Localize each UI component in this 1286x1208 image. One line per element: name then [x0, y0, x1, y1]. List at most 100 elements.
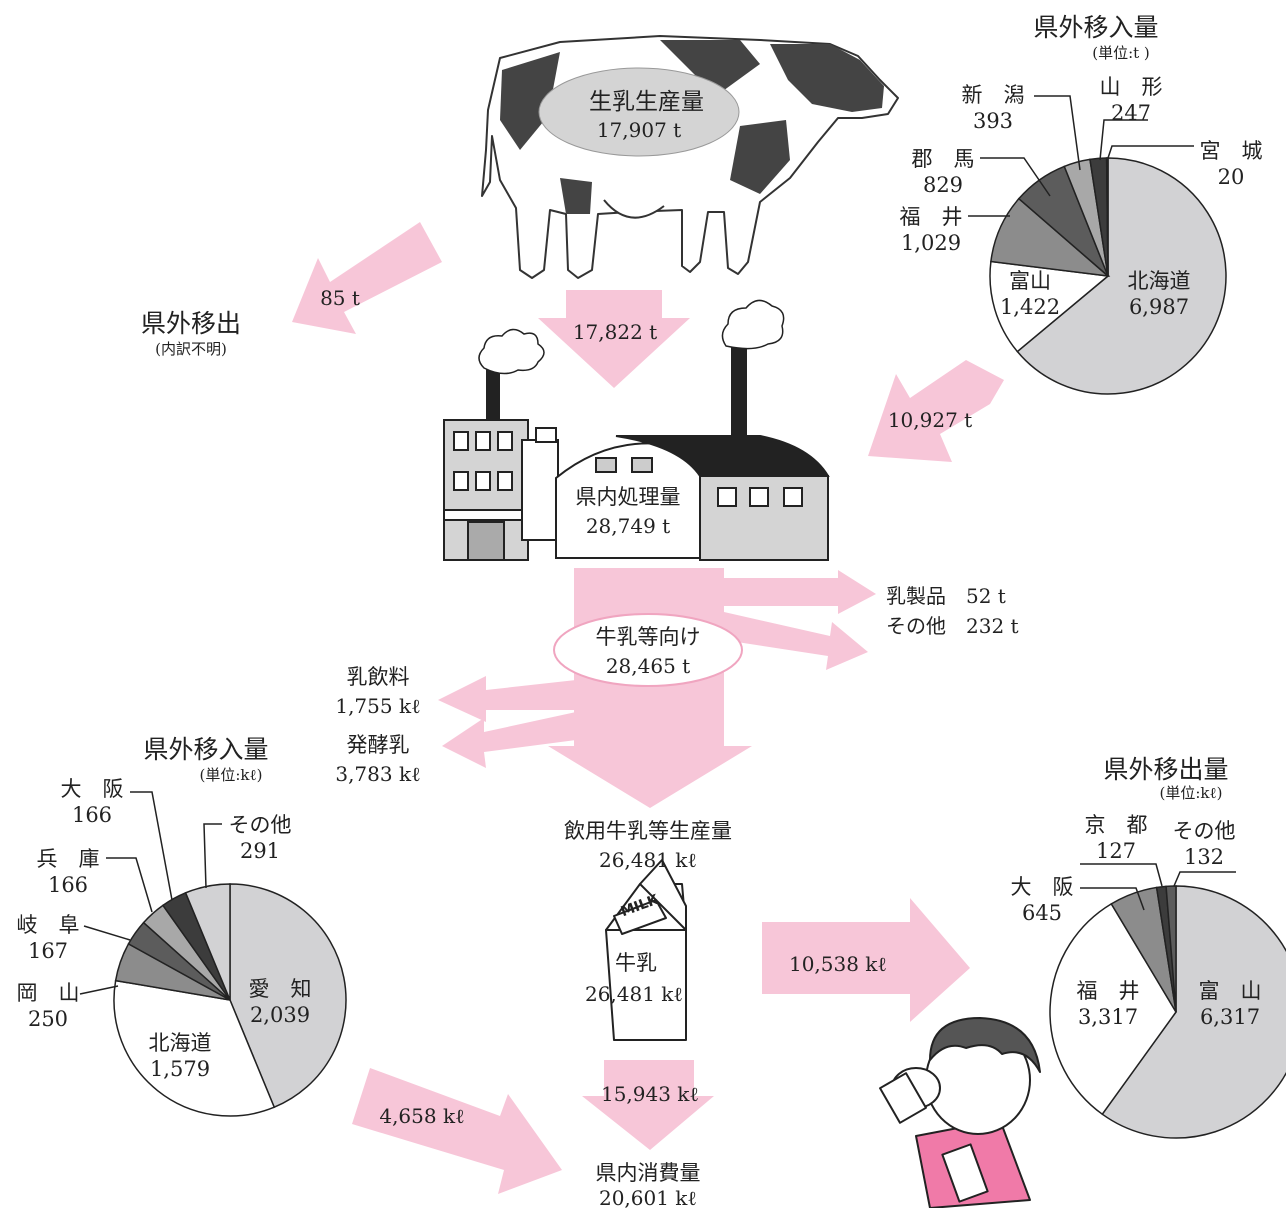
- pie2-leader-6: [203, 823, 222, 889]
- carton-label: 牛乳: [615, 951, 657, 975]
- arrow-10538: [762, 898, 970, 1022]
- pie3-label-value-3: 127: [1095, 839, 1137, 864]
- milk-etc-label: 牛乳等向け: [595, 625, 701, 649]
- pie3-label-value-0: 6,317: [1199, 1005, 1261, 1030]
- arrow-85: [292, 222, 442, 334]
- pie1-leader-6: [1107, 145, 1194, 159]
- pie1-label-name-2: 福 井: [899, 205, 963, 229]
- pie3-slice-1: [1049, 902, 1177, 1116]
- pie1-label-value-6: 20: [1217, 165, 1245, 190]
- milk-carton: [605, 859, 687, 1041]
- consumption-value: 20,601 kℓ: [598, 1186, 698, 1208]
- import-milk-value: 4,658 kℓ: [379, 1104, 465, 1128]
- cow-label-ellipse: [538, 67, 740, 157]
- pie3-label-value-1: 3,317: [1077, 1005, 1139, 1030]
- pie3-title: 県外移出量: [1103, 755, 1229, 784]
- pie1-label-name-5: 山 形: [1099, 75, 1163, 99]
- arrow-28465: [548, 568, 752, 808]
- milk-etc-value: 28,465 t: [605, 654, 691, 678]
- pie2-label-name-4: 兵 庫: [36, 847, 100, 871]
- pie1-slice-1: [989, 260, 1110, 353]
- pie2-leader-4: [106, 857, 153, 913]
- pie3-label-name-1: 福 井: [1076, 979, 1140, 1003]
- pie3-label-name-4: その他: [1172, 819, 1236, 843]
- arrow-ferment: [442, 712, 576, 768]
- pie2-label-value-4: 166: [47, 873, 89, 898]
- pie1-unit: (単位:t ): [1092, 44, 1150, 62]
- pie2-label-value-5: 166: [71, 803, 113, 828]
- pie2-label-value-1: 1,579: [149, 1057, 211, 1082]
- factory-value: 28,749 t: [585, 514, 671, 538]
- pie3-slice-0: [1101, 885, 1286, 1139]
- pie1-leader-3: [980, 157, 1051, 197]
- outflow-raw-value: 85 t: [320, 286, 360, 310]
- pie1-leader-5: [1099, 119, 1148, 161]
- carton-value: 26,481 kℓ: [584, 982, 684, 1006]
- arrow-15943: [582, 1060, 714, 1150]
- pie2-leader-5: [130, 791, 173, 901]
- child-illustration: [879, 1017, 1041, 1208]
- pie1-label-name-4: 新 潟: [961, 83, 1025, 107]
- pie2-slice-0: [229, 883, 347, 1109]
- pie1-label-name-3: 郡 馬: [911, 147, 975, 171]
- pie1-title: 県外移入量: [1033, 13, 1159, 42]
- pie3-label-name-2: 大 阪: [1010, 875, 1074, 899]
- drink-label: 乳飲料: [346, 665, 410, 689]
- pie2-label-name-6: その他: [228, 813, 292, 837]
- pie1-label-value-2: 1,029: [900, 231, 962, 256]
- cow-label: 生乳生産量: [589, 89, 704, 115]
- outflow-raw-title: 県外移出: [140, 309, 241, 338]
- inflow-raw-value: 10,927 t: [887, 408, 973, 432]
- pie2-label-name-0: 愛 知: [248, 977, 312, 1001]
- pie1-leader-4: [1034, 95, 1081, 171]
- arrow-drink: [438, 676, 576, 722]
- pie1-label-value-3: 829: [922, 173, 964, 198]
- pie3-leader-2: [1080, 887, 1145, 911]
- pie-chart-2: [113, 883, 347, 1117]
- pie-chart-1: [989, 157, 1227, 395]
- pie1-label-value-1: 1,422: [999, 295, 1061, 320]
- side-dairy: 乳製品 52 t: [886, 584, 1006, 608]
- factory-label: 県内処理量: [575, 485, 681, 509]
- pie-chart-3: [1049, 885, 1286, 1139]
- pie3-leader-3: [1080, 863, 1163, 887]
- drinking-milk-value: 26,481 kℓ: [598, 848, 698, 872]
- pie2-label-name-2: 岡 山: [16, 981, 80, 1005]
- pie2-label-value-2: 250: [27, 1007, 69, 1032]
- cow-value: 17,907 t: [596, 118, 682, 142]
- pie1-label-value-0: 6,987: [1128, 295, 1190, 320]
- pie2-slice-6: [184, 883, 231, 1001]
- pie3-slice-4: [1165, 885, 1177, 1013]
- pie2-label-name-5: 大 阪: [60, 777, 124, 801]
- pie3-label-value-4: 132: [1183, 845, 1225, 870]
- arrow-4658: [352, 1068, 562, 1194]
- pie2-leader-2: [79, 985, 119, 995]
- export-milk-value: 10,538 kℓ: [788, 952, 888, 976]
- drink-value: 1,755 kℓ: [335, 694, 421, 718]
- pie2-label-value-3: 167: [27, 939, 69, 964]
- to-factory-value: 17,822 t: [572, 320, 658, 344]
- pie2-title: 県外移入量: [143, 735, 269, 764]
- pie3-label-name-0: 富 山: [1198, 979, 1262, 1003]
- ferment-value: 3,783 kℓ: [335, 762, 421, 786]
- pie2-unit: (単位:kℓ): [199, 766, 263, 784]
- pie2-slice-1: [113, 979, 276, 1117]
